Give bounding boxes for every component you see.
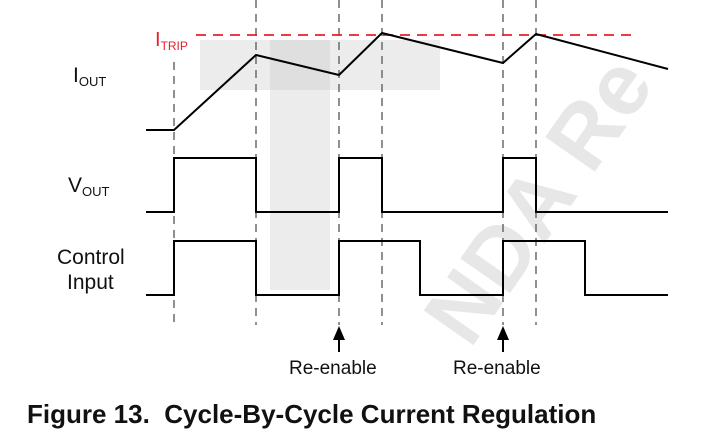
- figure-caption: Figure 13. Cycle-By-Cycle Current Regula…: [27, 399, 596, 429]
- vout-waveform: [146, 157, 668, 213]
- watermark-shape: [200, 40, 440, 90]
- watermark-text: NDA Re: [404, 38, 671, 360]
- watermark: NDA Re: [200, 38, 672, 361]
- watermark-shape: [270, 40, 330, 290]
- control-input-label-line1: Control: [57, 246, 125, 269]
- reenable-label-2: Re-enable: [453, 358, 541, 379]
- reenable-marker-1: Re-enable: [289, 326, 377, 379]
- control-input-waveform: [146, 240, 668, 296]
- arrowhead-up-icon: [497, 326, 509, 340]
- reenable-label-1: Re-enable: [289, 358, 377, 379]
- arrowhead-up-icon: [333, 326, 345, 340]
- iout-label: IOUT: [73, 64, 106, 89]
- vout-label: VOUT: [68, 174, 110, 199]
- iout-waveform: [146, 31, 669, 131]
- reenable-marker-2: Re-enable: [453, 326, 541, 379]
- itrip-label: ITRIP: [155, 29, 188, 53]
- control-input-label-line2: Input: [67, 271, 114, 294]
